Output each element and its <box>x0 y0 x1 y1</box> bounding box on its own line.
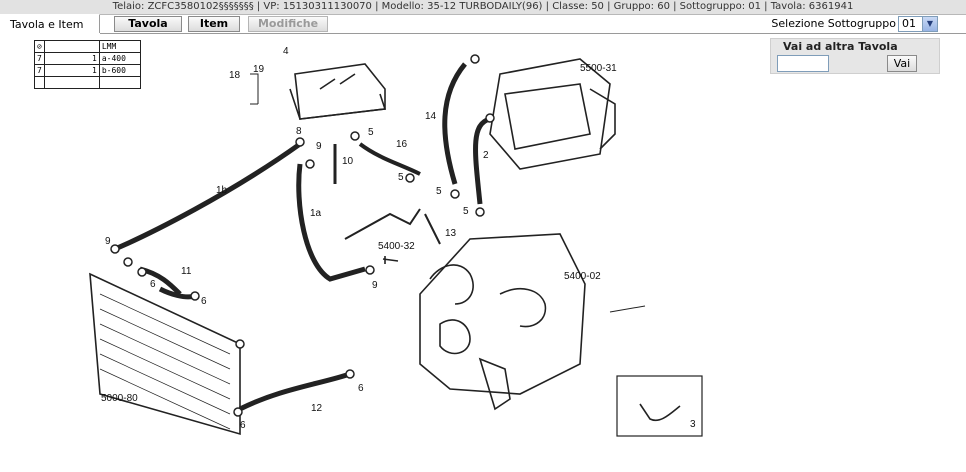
tavola-button[interactable]: Tavola <box>114 16 182 32</box>
callout: 5 <box>398 172 404 183</box>
goto-table-panel: Vai ad altra Tavola Vai <box>770 38 940 74</box>
legend-cell <box>34 76 45 89</box>
legend-cell: 1 <box>43 64 100 77</box>
callout: 18 <box>229 70 241 81</box>
tab-divider <box>100 33 966 34</box>
no-entry-icon: ⊘ <box>34 40 45 53</box>
goto-table-title: Vai ad altra Tavola <box>783 40 898 53</box>
legend-cell <box>43 76 100 89</box>
callout: 9 <box>372 280 378 291</box>
legend-cell: 7 <box>34 52 45 65</box>
callout: 5000-80 <box>101 393 138 404</box>
callout: 4 <box>283 46 289 57</box>
subgroup-select-value: 01 <box>902 17 916 30</box>
callout: 5400-02 <box>564 271 601 282</box>
modifiche-button: Modifiche <box>248 16 328 32</box>
parts-diagram: 4 18 19 8 9 10 5 16 1b 1a 9 11 6 6 14 2 … <box>89 46 703 437</box>
callout: 5 <box>368 127 374 138</box>
table-number-input[interactable] <box>777 55 829 72</box>
callout: 2 <box>483 150 489 161</box>
legend-row: 7 1 b-600 <box>34 64 141 77</box>
subgroup-select[interactable]: 01 ▼ <box>898 16 938 32</box>
legend-row: 7 1 a-400 <box>34 52 141 65</box>
callout: 1b <box>216 185 228 196</box>
tab-row: Tavola e Item Tavola Item Modifiche Sele… <box>0 14 966 34</box>
legend-cell: 7 <box>34 64 45 77</box>
callout: 11 <box>181 266 192 277</box>
callout: 5 <box>463 206 469 217</box>
callout: 14 <box>425 111 437 122</box>
vehicle-info-bar: Telaio: ZCFC3580102§§§§§§§ | VP: 1513031… <box>0 0 966 15</box>
legend-cell <box>98 76 141 89</box>
callout: 12 <box>311 403 323 414</box>
legend-header: LMM <box>98 40 141 53</box>
tab-tavola-e-item[interactable]: Tavola e Item <box>0 14 100 33</box>
legend-table: ⊘ LMM 7 1 a-400 7 1 b-600 <box>34 40 141 89</box>
legend-header-blank <box>43 40 100 53</box>
legend-cell: b-600 <box>98 64 141 77</box>
vai-button[interactable]: Vai <box>887 55 917 72</box>
callout: 3 <box>690 419 696 430</box>
callout: 13 <box>445 228 457 239</box>
legend-cell: a-400 <box>98 52 141 65</box>
callout: 19 <box>253 64 265 75</box>
callout: 10 <box>342 156 354 167</box>
chevron-down-icon[interactable]: ▼ <box>922 17 937 31</box>
callout: 6 <box>240 420 246 431</box>
callout: 8 <box>296 126 302 137</box>
callout: 6 <box>201 296 207 307</box>
callout: 1a <box>310 208 322 219</box>
item-button[interactable]: Item <box>188 16 240 32</box>
callout: 9 <box>316 141 322 152</box>
callout: 6 <box>150 279 156 290</box>
callout: 16 <box>396 139 408 150</box>
callout: 5400-32 <box>378 241 415 252</box>
legend-cell: 1 <box>43 52 100 65</box>
subgroup-select-label: Selezione Sottogruppo <box>771 17 896 30</box>
callout: 6 <box>358 383 364 394</box>
callout: 5 <box>436 186 442 197</box>
callout: 5500-31 <box>580 63 617 74</box>
legend-row <box>34 76 141 89</box>
callout: 9 <box>105 236 111 247</box>
